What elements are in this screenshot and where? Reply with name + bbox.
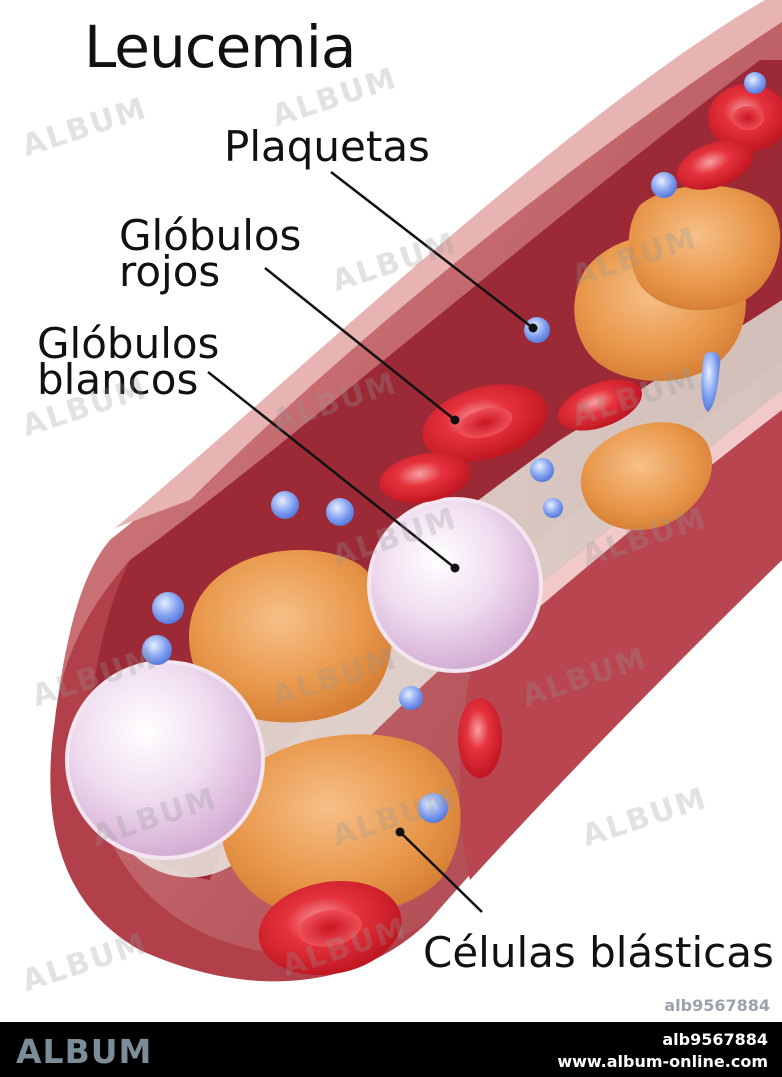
leader-lines xyxy=(207,171,534,913)
platelet xyxy=(701,351,721,412)
red-cell xyxy=(557,379,643,431)
image-id: alb9567884 xyxy=(664,996,770,1015)
leader-globulos-rojos xyxy=(264,267,456,421)
leader-plaquetas xyxy=(330,171,534,329)
leader-globulos-blancos xyxy=(207,371,456,569)
blast-cell xyxy=(628,185,781,311)
footer-image-id: alb9567884 xyxy=(662,1030,768,1049)
label-globulos-blancos: Glóbulos blancos xyxy=(37,319,220,404)
footer-brand-logo[interactable]: ALBUM xyxy=(16,1032,153,1071)
blast-cell xyxy=(221,734,461,917)
footer-url-link[interactable]: www.album-online.com xyxy=(557,1052,768,1071)
blast-cells xyxy=(188,185,781,917)
platelet xyxy=(651,172,677,198)
label-globulos-blancos-line1: Glóbulos xyxy=(37,319,220,368)
red-cells xyxy=(258,84,782,975)
label-globulos-blancos-line2: blancos xyxy=(37,355,199,404)
leader-dots xyxy=(395,323,538,837)
footer-bar: ALBUM alb9567884 www.album-online.com xyxy=(0,1022,782,1077)
leader-celulas-blasticas xyxy=(399,831,483,913)
blast-cell xyxy=(188,550,392,723)
white-cell xyxy=(367,497,543,673)
platelet xyxy=(543,498,563,518)
label-globulos-rojos: Glóbulos rojos xyxy=(119,211,302,296)
platelet xyxy=(399,686,423,710)
platelets xyxy=(142,72,766,823)
platelet xyxy=(152,592,184,624)
platelet xyxy=(418,793,448,823)
label-globulos-rojos-line2: rojos xyxy=(119,247,221,296)
red-cell xyxy=(676,140,754,190)
platelet xyxy=(271,491,299,519)
platelet xyxy=(326,498,354,526)
platelet xyxy=(142,635,172,665)
diagram-title: Leucemia xyxy=(84,13,356,81)
white-cells xyxy=(65,497,543,860)
vessel-cut-edge xyxy=(459,390,782,880)
platelet xyxy=(744,72,766,94)
platelet xyxy=(530,458,554,482)
blast-cell xyxy=(580,422,713,531)
label-plaquetas: Plaquetas xyxy=(224,122,430,171)
red-cell xyxy=(458,698,502,778)
label-celulas-blasticas: Células blásticas xyxy=(423,928,774,977)
label-globulos-rojos-line1: Glóbulos xyxy=(119,211,302,260)
blood-vessel-illustration xyxy=(50,0,782,982)
white-cell xyxy=(65,660,265,860)
red-cell xyxy=(379,453,471,503)
